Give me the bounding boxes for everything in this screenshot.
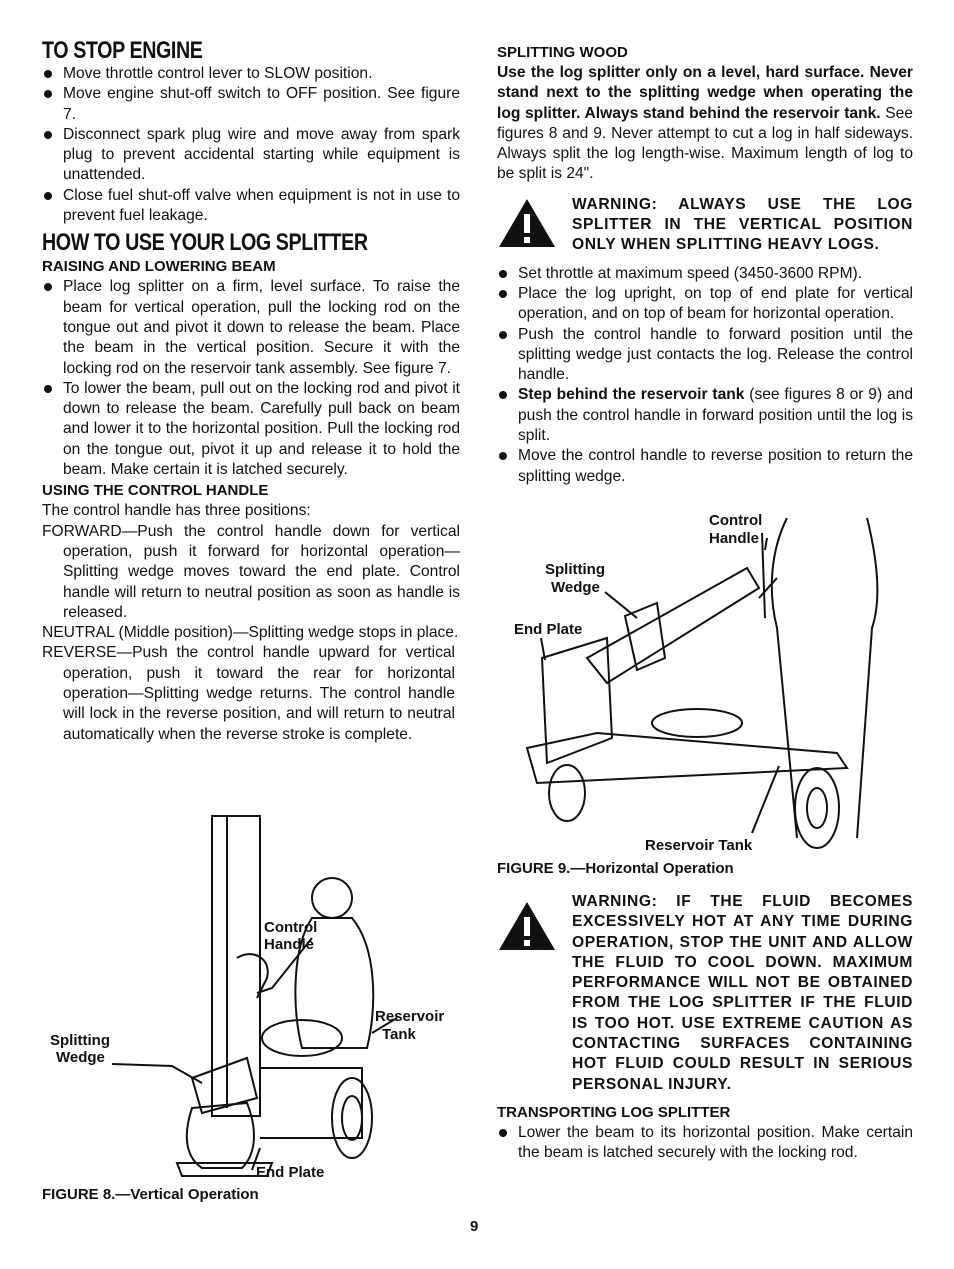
list-item: Step behind the reservoir tank (see figu…	[497, 385, 913, 446]
fluid-warning: WARNING: IF THE FLUID BECOMES EXCESSIVEL…	[497, 892, 913, 1095]
fig9-label-control: Control	[709, 512, 762, 529]
leader-line	[604, 591, 638, 619]
right-column: SPLITTING WOOD Use the log splitter only…	[497, 42, 913, 487]
list-item: Disconnect spark plug wire and move away…	[42, 125, 460, 186]
horizontal-beam	[585, 566, 761, 685]
control-handle-shape	[761, 532, 766, 619]
splitting-wood-text: Use the log splitter only on a level, ha…	[497, 63, 913, 185]
wheel-hub	[341, 1095, 363, 1141]
splitting-wood-heading: SPLITTING WOOD	[497, 44, 628, 61]
log	[185, 1101, 255, 1169]
reservoir-tank-shape	[651, 708, 743, 738]
control-handle-heading: USING THE CONTROL HANDLE	[42, 482, 269, 500]
leader-line	[371, 1017, 398, 1034]
vertical-position-warning: WARNING: ALWAYS USE THE LOG SPLITTER IN …	[497, 195, 913, 256]
wheel	[794, 767, 840, 849]
control-handle-shape	[236, 953, 269, 999]
splitting-wedge	[190, 1056, 259, 1115]
leader-line	[764, 537, 768, 551]
splitting-wedge	[623, 601, 667, 672]
reservoir-tank-shape	[261, 1019, 343, 1057]
fig9-label-reservoir-tank: Reservoir Tank	[645, 837, 753, 854]
warning-triangle-icon	[499, 198, 555, 247]
fig9-label-handle: Handle	[709, 530, 759, 547]
splitting-wood-bold-text: Use the log splitter only on a level, ha…	[497, 64, 913, 122]
control-handle-intro: The control handle has three positions:	[42, 502, 311, 520]
operator-arm	[256, 937, 313, 994]
fig8-label-end-plate: End Plate	[256, 1164, 324, 1181]
figure-9-horizontal-operation: Control Handle Splitting Wedge End Plate…	[497, 508, 913, 858]
end-plate	[175, 1162, 274, 1177]
list-item: Push the control handle to forward posit…	[497, 325, 913, 386]
wheel	[548, 764, 586, 822]
stop-engine-heading: TO STOP ENGINE	[42, 37, 203, 64]
vertical-beam	[211, 815, 261, 1117]
splitting-wood-normal-text: See figures 8 and 9. Never attempt to cu…	[497, 104, 913, 183]
list-item: Move the control handle to reverse posit…	[497, 446, 913, 487]
reverse-description: REVERSE—Push the control handle upward f…	[42, 644, 455, 743]
fig9-label-splitting: Splitting	[545, 561, 605, 578]
fig8-label-reservoir: Reservoir	[375, 1008, 444, 1025]
stop-engine-list: Move throttle control lever to SLOW posi…	[42, 64, 460, 226]
forward-description: FORWARD—Push the control handle down for…	[42, 522, 460, 621]
list-item: Move engine shut-off switch to OFF posit…	[42, 84, 460, 125]
right-column-lower: WARNING: IF THE FLUID BECOMES EXCESSIVEL…	[497, 888, 913, 1164]
neutral-description: NEUTRAL (Middle position)—Splitting wedg…	[42, 624, 459, 642]
list-item: Lower the beam to its horizontal positio…	[497, 1123, 913, 1164]
vertical-position-warning-text: WARNING: ALWAYS USE THE LOG SPLITTER IN …	[572, 195, 913, 254]
frame	[525, 731, 849, 785]
left-column: TO STOP ENGINE Move throttle control lev…	[42, 36, 460, 745]
wheel	[331, 1077, 373, 1159]
warning-triangle-icon	[499, 902, 555, 950]
leader-line	[251, 1147, 261, 1171]
leader-line	[540, 637, 546, 661]
transporting-list: Lower the beam to its horizontal positio…	[497, 1123, 913, 1164]
how-to-use-heading: HOW TO USE YOUR LOG SPLITTER	[42, 229, 368, 257]
wheel-hub	[806, 787, 828, 829]
frame	[260, 1067, 363, 1139]
fig8-label-handle: Handle	[264, 936, 314, 953]
fig9-label-wedge: Wedge	[551, 579, 600, 596]
figure-8-caption: FIGURE 8.—Vertical Operation	[42, 1186, 259, 1203]
fig8-label-splitting: Splitting	[50, 1032, 110, 1049]
list-item: Move throttle control lever to SLOW posi…	[42, 64, 460, 84]
raising-beam-list: Place log splitter on a firm, level surf…	[42, 277, 460, 480]
leader-line	[111, 1063, 203, 1084]
leader-line	[751, 765, 780, 834]
end-plate	[540, 636, 614, 765]
fluid-warning-text: WARNING: IF THE FLUID BECOMES EXCESSIVEL…	[572, 893, 913, 1093]
list-item: Close fuel shut-off valve when equipment…	[42, 186, 460, 227]
operator-arm	[758, 577, 778, 599]
page-number: 9	[470, 1218, 479, 1235]
transporting-heading: TRANSPORTING LOG SPLITTER	[497, 1103, 731, 1121]
list-item: Place the log upright, on top of end pla…	[497, 284, 913, 325]
raising-beam-heading: RAISING AND LOWERING BEAM	[42, 258, 276, 276]
figure-9-illustration: Control Handle Splitting Wedge End Plate…	[514, 512, 879, 854]
fig8-label-wedge: Wedge	[56, 1049, 105, 1066]
operator-body	[770, 517, 879, 839]
figure-8-illustration: Control Handle Reservoir Tank Splitting …	[50, 815, 444, 1181]
figure-9-caption: FIGURE 9.—Horizontal Operation	[497, 860, 734, 877]
operator-head	[311, 877, 353, 919]
list-item: Place log splitter on a firm, level surf…	[42, 277, 460, 378]
list-item: To lower the beam, pull out on the locki…	[42, 379, 460, 480]
figure-8-vertical-operation: Control Handle Reservoir Tank Splitting …	[42, 808, 460, 1188]
list-item: Set throttle at maximum speed (3450-3600…	[497, 264, 913, 284]
fig8-label-control: Control	[264, 919, 317, 936]
fig8-label-tank: Tank	[382, 1026, 417, 1043]
splitting-wood-list: Set throttle at maximum speed (3450-3600…	[497, 264, 913, 487]
fig9-label-end-plate: End Plate	[514, 621, 582, 638]
